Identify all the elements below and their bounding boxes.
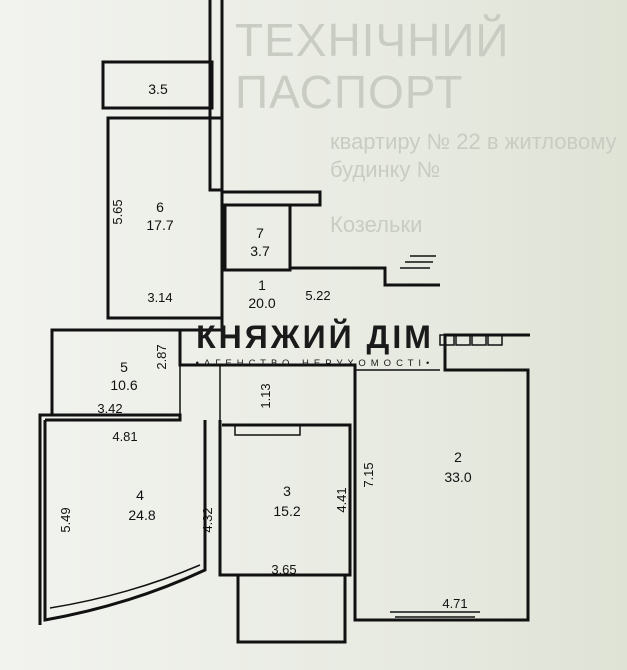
dimension: 2.87	[154, 344, 169, 369]
dimension: 4.71	[442, 596, 467, 611]
room-number: 2	[454, 449, 462, 465]
dimension: 4.41	[334, 487, 349, 512]
room-number: 5	[120, 359, 128, 375]
room-7	[223, 203, 292, 272]
background-line: Козельки	[330, 212, 423, 237]
room-number: 1	[258, 277, 266, 293]
room-area: 17.7	[146, 217, 173, 233]
dimension: 3.14	[147, 290, 172, 305]
background-line: квартиру № 22 в житловому будинку №	[330, 129, 617, 182]
room-area: 10.6	[110, 377, 137, 393]
room-area: 24.8	[128, 507, 155, 523]
room-area: 20.0	[248, 295, 275, 311]
room-number: 6	[156, 199, 164, 215]
watermark-name: КНЯЖИЙ ДІМ	[196, 319, 434, 355]
dimension: 5.49	[58, 507, 73, 532]
room-area: 15.2	[273, 503, 300, 519]
room-number: 3	[283, 483, 291, 499]
room-number: 7	[256, 225, 264, 241]
dimension: 5.22	[305, 288, 330, 303]
balcony-top	[101, 60, 214, 110]
dimension: 4.32	[200, 507, 215, 532]
dimension: 1.13	[258, 383, 273, 408]
watermark-subtitle: •АГЕНСТВО НЕРУХОМОСТІ•	[195, 358, 435, 369]
dimension: 7.15	[361, 462, 376, 487]
background-title: ТЕХНІЧНИЙ ПАСПОРТ	[235, 14, 510, 118]
room-area: 33.0	[444, 469, 471, 485]
dimension: 3.65	[271, 562, 296, 577]
room-3	[218, 420, 352, 577]
room-4	[43, 420, 207, 622]
watermark: КНЯЖИЙ ДІМ •АГЕНСТВО НЕРУХОМОСТІ•	[185, 320, 445, 369]
room-area: 3.7	[250, 243, 270, 259]
dimension: 3.42	[97, 401, 122, 416]
balcony-bottom	[236, 575, 347, 644]
room-number: 4	[136, 487, 144, 503]
dimension: 4.81	[112, 429, 137, 444]
dimension: 5.65	[110, 199, 125, 224]
room-area: 3.5	[148, 81, 168, 97]
